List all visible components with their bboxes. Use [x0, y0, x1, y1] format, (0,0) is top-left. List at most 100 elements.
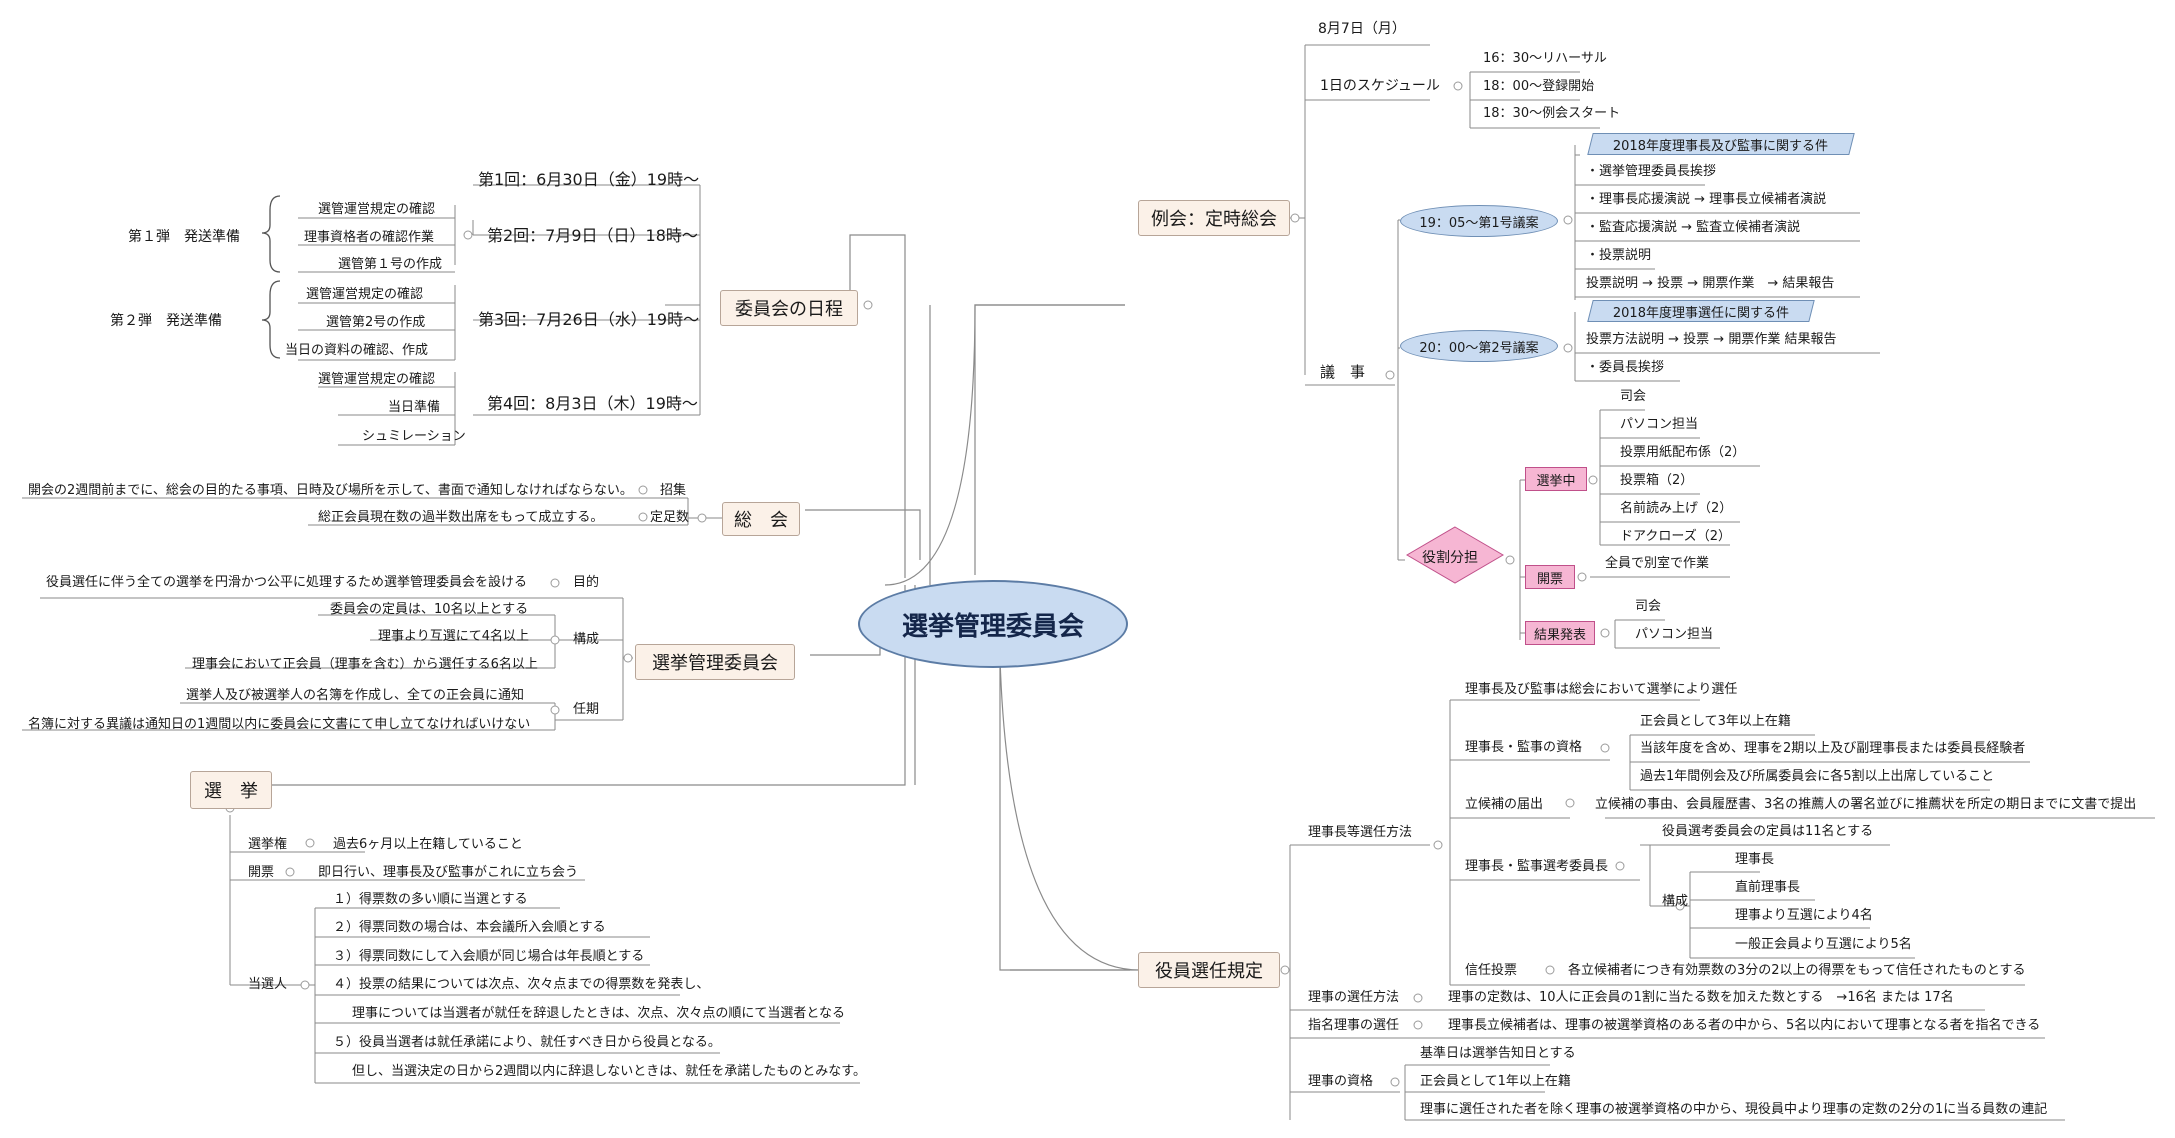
round3-item[interactable]: 選管第2号の作成	[326, 315, 426, 330]
result-item[interactable]: パソコン担当	[1635, 627, 1714, 642]
round2-item[interactable]: 理事資格者の確認作業	[304, 230, 435, 245]
winner-item[interactable]: １）得票数の多い順に当選とする	[333, 892, 528, 907]
round4-item[interactable]: 当日準備	[388, 400, 441, 415]
during-election-node[interactable]: 選挙中	[1525, 467, 1587, 491]
schedule-item[interactable]: 18：30～例会スタート	[1483, 106, 1621, 121]
agenda-2-item[interactable]: ・委員長挨拶	[1586, 360, 1665, 375]
central-topic[interactable]: 選挙管理委員会	[858, 580, 1128, 668]
topic-election-committee[interactable]: 選挙管理委員会	[635, 644, 795, 680]
method-label[interactable]: 理事長等選任方法	[1308, 825, 1413, 840]
roles-diamond[interactable]	[1405, 525, 1505, 585]
agenda-1-item[interactable]: 投票説明 → 投票 → 開票作業 → 結果報告	[1586, 276, 1835, 291]
result-node[interactable]: 結果発表	[1525, 621, 1595, 645]
selcom-comp-item[interactable]: 直前理事長	[1735, 880, 1801, 895]
agenda-2-item[interactable]: 投票方法説明 → 投票 → 開票作業 結果報告	[1586, 332, 1837, 347]
agenda-2-title[interactable]: 2018年度理事選任に関する件	[1587, 300, 1815, 322]
agenda-2-node[interactable]: 20：00～第2号議案	[1400, 330, 1558, 362]
composition-item[interactable]: 理事より互選にて4名以上	[378, 629, 530, 644]
winner-item[interactable]: 理事については当選者が就任を辞退したときは、次点、次々点の順にて当選者となる	[352, 1006, 845, 1021]
round4-item[interactable]: 選管運営規定の確認	[318, 372, 436, 387]
schedule-label[interactable]: 1日のスケジュール	[1320, 78, 1440, 94]
director-qual-item[interactable]: 理事に選任された者を除く理事の被選挙資格の中から、現役員中より理事の定数の2分の…	[1420, 1102, 2048, 1117]
topic-schedule[interactable]: 委員会の日程	[720, 290, 858, 326]
during-item[interactable]: パソコン担当	[1620, 417, 1699, 432]
agenda-1-item[interactable]: ・選挙管理委員長挨拶	[1586, 164, 1717, 179]
during-item[interactable]: ドアクローズ（2）	[1620, 529, 1731, 544]
quorum-text[interactable]: 総正会員現在数の過半数出席をもって成立する。	[318, 510, 604, 525]
agenda-1-title[interactable]: 2018年度理事長及び監事に関する件	[1587, 133, 1855, 155]
composition-label[interactable]: 構成	[573, 632, 600, 647]
topic-general-meeting[interactable]: 総 会	[722, 502, 800, 536]
topic-officer-rules[interactable]: 役員選任規定	[1138, 952, 1280, 988]
composition-item[interactable]: 理事会において正会員（理事を含む）から選任する6名以上	[192, 657, 538, 672]
designated-text[interactable]: 理事長立候補者は、理事の被選挙資格のある者の中から、5名以内において理事となる者…	[1448, 1018, 2041, 1033]
qual-item[interactable]: 正会員として3年以上在籍	[1640, 714, 1791, 729]
during-item[interactable]: 名前読み上げ（2）	[1620, 501, 1733, 516]
convocation-text[interactable]: 開会の2週間前までに、総会の目的たる事項、日時及び場所を示して、書面で通知しなけ…	[28, 483, 633, 498]
counting-text[interactable]: 即日行い、理事長及び監事がこれに立ち会う	[318, 865, 579, 880]
voting-right-text[interactable]: 過去6ヶ月以上在籍していること	[333, 837, 523, 852]
winner-item[interactable]: 但し、当選決定の日から2週間以内に辞退しないときは、就任を承諾したものとみなす。	[352, 1064, 866, 1079]
during-item[interactable]: 司会	[1620, 389, 1647, 404]
qual-item[interactable]: 当該年度を含め、理事を2期以上及び副理事長または委員長経験者	[1640, 741, 2026, 756]
selcom-label[interactable]: 理事長・監事選考委員長	[1465, 859, 1609, 874]
candidacy-text[interactable]: 立候補の事由、会員履歴書、3名の推薦人の署名並びに推薦状を所定の期日までに文書で…	[1595, 797, 2137, 812]
qual-label[interactable]: 理事長・監事の資格	[1465, 740, 1583, 755]
director-method-text[interactable]: 理事の定数は、10人に正会員の1割に当たる数を加えた数とする →16名 または …	[1448, 990, 1954, 1005]
round3-item[interactable]: 選管運営規定の確認	[306, 287, 424, 302]
agenda-1-item[interactable]: ・投票説明	[1586, 248, 1652, 263]
selcom-comp-label[interactable]: 構成	[1662, 894, 1689, 909]
round-1[interactable]: 第1回：6月30日（金）19時～	[478, 170, 700, 189]
agenda-1-item[interactable]: ・理事長応援演説 → 理事長立候補者演説	[1586, 192, 1827, 207]
selcom-comp-item[interactable]: 一般正会員より互選により5名	[1735, 937, 1912, 952]
winner-item[interactable]: ２）得票同数の場合は、本会議所入会順とする	[333, 920, 606, 935]
purpose-label[interactable]: 目的	[573, 575, 600, 590]
selcom-comp-item[interactable]: 理事長	[1735, 852, 1775, 867]
selcom-comp-item[interactable]: 理事より互選により4名	[1735, 908, 1873, 923]
convocation-label[interactable]: 招集	[660, 483, 687, 498]
method-text[interactable]: 理事長及び監事は総会において選挙により選任	[1465, 682, 1738, 697]
composition-item[interactable]: 委員会の定員は、10名以上とする	[330, 602, 529, 617]
trust-label[interactable]: 信任投票	[1465, 963, 1518, 978]
round2-item[interactable]: 選管第１号の作成	[338, 257, 443, 272]
agenda-1-item[interactable]: ・監査応援演説 → 監査立候補者演説	[1586, 220, 1801, 235]
director-qual-item[interactable]: 基準日は選挙告知日とする	[1420, 1046, 1576, 1061]
agenda-1-node[interactable]: 19：05～第1号議案	[1400, 205, 1558, 237]
during-item[interactable]: 投票用紙配布係（2）	[1620, 445, 1746, 460]
selcom-text[interactable]: 役員選考委員会の定員は11名とする	[1662, 824, 1874, 839]
schedule-item[interactable]: 18：00～登録開始	[1483, 79, 1595, 94]
counting-text[interactable]: 全員で別室で作業	[1605, 556, 1710, 571]
qual-item[interactable]: 過去1年間例会及び所属委員会に各5割以上出席していること	[1640, 769, 1995, 784]
candidacy-label[interactable]: 立候補の届出	[1465, 797, 1544, 812]
round-2[interactable]: 第2回：7月9日（日）18時～	[487, 226, 698, 245]
director-method-label[interactable]: 理事の選任方法	[1308, 990, 1400, 1005]
round2-item[interactable]: 選管運営規定の確認	[318, 202, 436, 217]
voting-right-label[interactable]: 選挙権	[248, 837, 288, 852]
duty-item[interactable]: 名簿に対する異議は通知日の1週間以内に委員会に文書にて申し立てなければいけない	[28, 717, 531, 732]
winner-label[interactable]: 当選人	[248, 977, 288, 992]
meeting-date[interactable]: 8月7日（月）	[1318, 21, 1406, 37]
counting-label[interactable]: 開票	[248, 865, 275, 880]
purpose-text[interactable]: 役員選任に伴う全ての選挙を円滑かつ公平に処理するため選挙管理委員会を設ける	[46, 575, 528, 590]
during-item[interactable]: 投票箱（2）	[1620, 473, 1694, 488]
trust-text[interactable]: 各立候補者につき有効票数の3分の2以上の得票をもって信任されたものとする	[1568, 963, 2026, 978]
schedule-item[interactable]: 16：30～リハーサル	[1483, 51, 1607, 66]
round-4[interactable]: 第4回：8月3日（木）19時～	[487, 394, 698, 413]
winner-item[interactable]: ５）役員当選者は就任承諾により、就任すべき日から役員となる。	[333, 1035, 721, 1050]
topic-election[interactable]: 選 挙	[190, 771, 272, 809]
round3-item[interactable]: 当日の資料の確認、作成	[285, 343, 429, 358]
counting-node[interactable]: 開票	[1525, 565, 1575, 589]
winner-item[interactable]: ４）投票の結果については次点、次々点までの得票数を発表し、	[333, 977, 710, 992]
round4-item[interactable]: シュミレーション	[362, 429, 466, 444]
topic-regular-meeting[interactable]: 例会：定時総会	[1138, 200, 1290, 236]
duty-label[interactable]: 任期	[573, 702, 600, 717]
agenda-label[interactable]: 議 事	[1320, 363, 1366, 381]
winner-item[interactable]: ３）得票同数にして入会順が同じ場合は年長順とする	[333, 949, 645, 964]
result-item[interactable]: 司会	[1635, 599, 1662, 614]
round-3[interactable]: 第3回：7月26日（水）19時～	[478, 310, 700, 329]
duty-item[interactable]: 選挙人及び被選挙人の名簿を作成し、全ての正会員に通知	[186, 688, 525, 703]
designated-label[interactable]: 指名理事の選任	[1308, 1018, 1400, 1033]
director-qual-item[interactable]: 正会員として1年以上在籍	[1420, 1074, 1571, 1089]
director-qual-label[interactable]: 理事の資格	[1308, 1074, 1374, 1089]
quorum-label[interactable]: 定足数	[650, 510, 690, 525]
